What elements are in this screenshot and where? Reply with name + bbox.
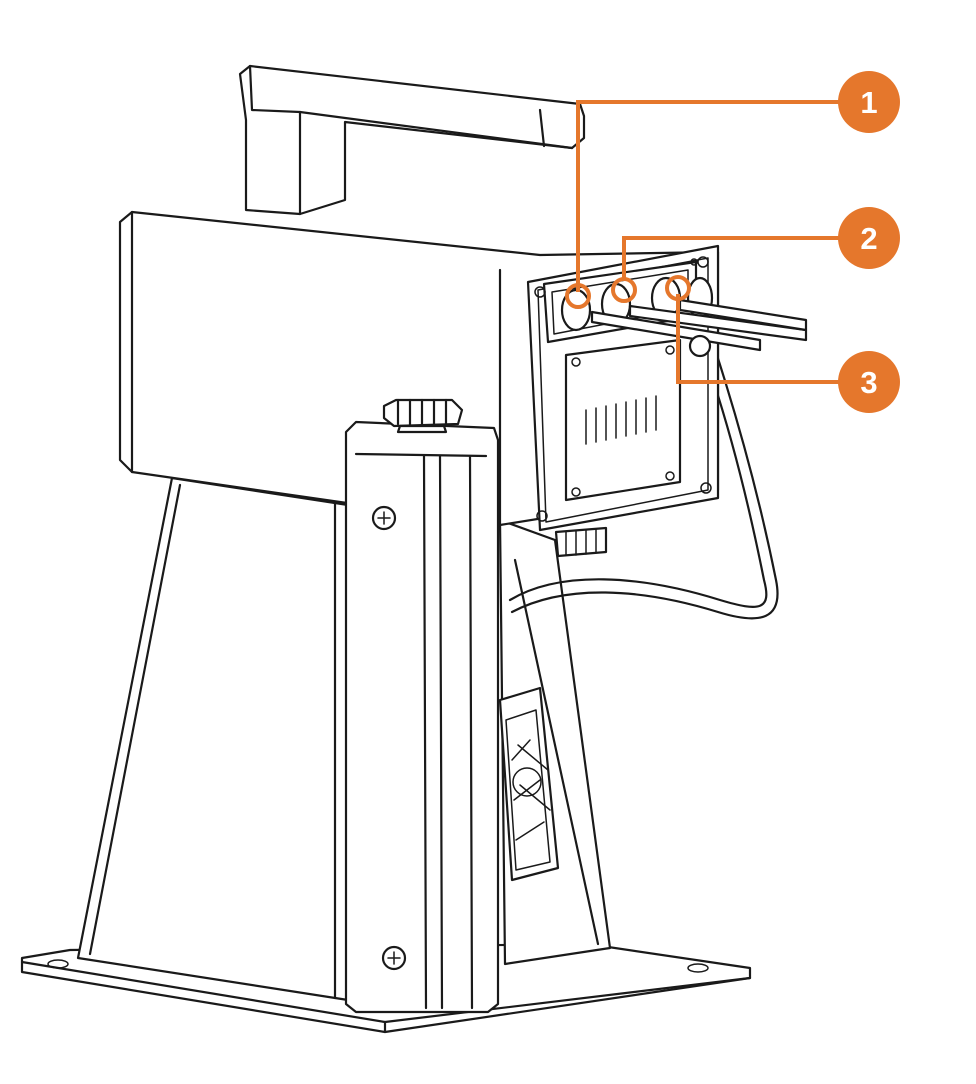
fiber-cable	[508, 344, 779, 620]
callout-3-badge	[838, 351, 900, 413]
callout-2-target-ring	[611, 277, 637, 303]
callout-3-target-ring	[665, 275, 691, 301]
callout-1-target-ring	[565, 283, 591, 309]
callout-1-leader-line	[576, 100, 850, 292]
cooling-fan	[498, 686, 560, 882]
carry-handle	[238, 64, 586, 216]
callout-group: 1 2 3	[565, 71, 900, 413]
callout-2-leader-line	[622, 236, 850, 280]
callout-1-badge	[838, 71, 900, 133]
callout-3-leader-line	[676, 294, 850, 384]
lift-column	[344, 398, 500, 1014]
callout-2-badge	[838, 207, 900, 269]
vent-plate	[536, 338, 712, 522]
callout-3-label: 3	[860, 365, 877, 400]
callout-1-label: 1	[860, 85, 877, 120]
callout-2-label: 2	[860, 221, 877, 256]
